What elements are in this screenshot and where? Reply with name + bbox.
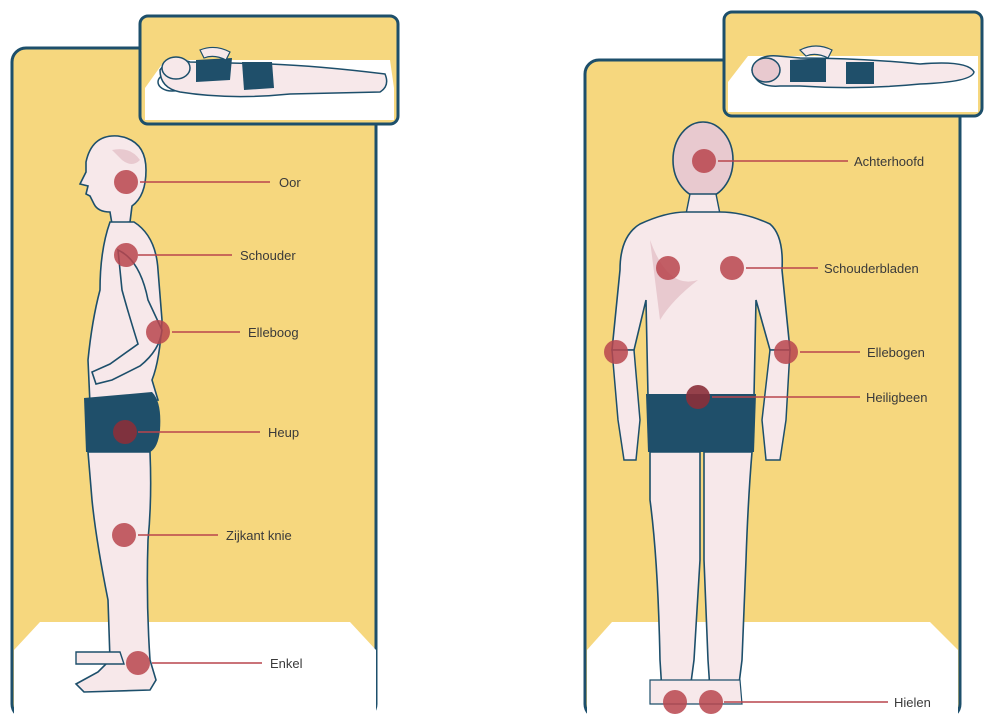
dot-elbow-left [604,340,628,364]
label-ear: Oor [279,175,301,190]
label-sacrum: Heiligbeen [866,390,927,405]
side-panel-background [12,48,376,718]
side-mattress [14,622,376,718]
label-heels: Hielen [894,695,931,710]
dot-knee [112,523,136,547]
label-ankle: Enkel [270,656,303,671]
side-lying-inset [140,16,398,124]
dot-head [692,149,716,173]
dot-ankle [126,651,150,675]
label-knee: Zijkant knie [226,528,292,543]
dot-shoulder [114,243,138,267]
dot-elbow [146,320,170,344]
dot-elbow-right [774,340,798,364]
dot-sacrum [686,385,710,409]
dot-hip [113,420,137,444]
label-hip: Heup [268,425,299,440]
dot-shoulder-blade-right [720,256,744,280]
supine-inset [724,12,982,116]
dot-ear [114,170,138,194]
label-shoulder: Schouder [240,248,296,263]
side-view-panel: Oor Schouder Elleboog Heup Zijkant knie … [12,16,398,718]
label-head: Achterhoofd [854,154,924,169]
label-shoulder-blades: Schouderbladen [824,261,919,276]
dot-shoulder-blade-left [656,256,680,280]
label-elbow: Elleboog [248,325,299,340]
dot-heel-left [663,690,687,714]
dot-heel-right [699,690,723,714]
back-view-panel: Achterhoofd Schouderbladen Ellebogen Hei… [585,12,982,718]
label-elbows: Ellebogen [867,345,925,360]
